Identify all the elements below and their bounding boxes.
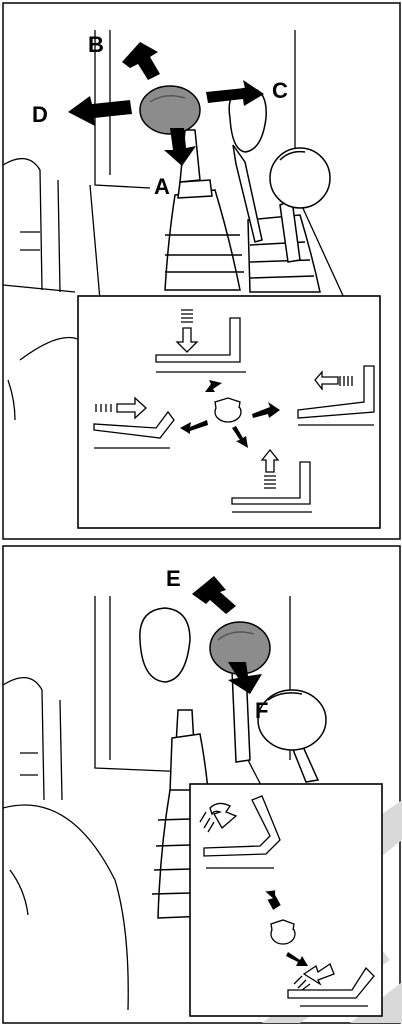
top-inset bbox=[78, 296, 380, 528]
bottom-inset bbox=[190, 784, 382, 1016]
label-e: E bbox=[166, 566, 181, 591]
top-panel: B C D A bbox=[3, 3, 400, 539]
label-b: B bbox=[88, 32, 104, 57]
label-f: F bbox=[255, 698, 268, 723]
bottom-panel: E F bbox=[3, 546, 402, 1023]
label-a: A bbox=[154, 174, 170, 199]
label-c: C bbox=[272, 78, 288, 103]
label-d: D bbox=[32, 102, 48, 127]
